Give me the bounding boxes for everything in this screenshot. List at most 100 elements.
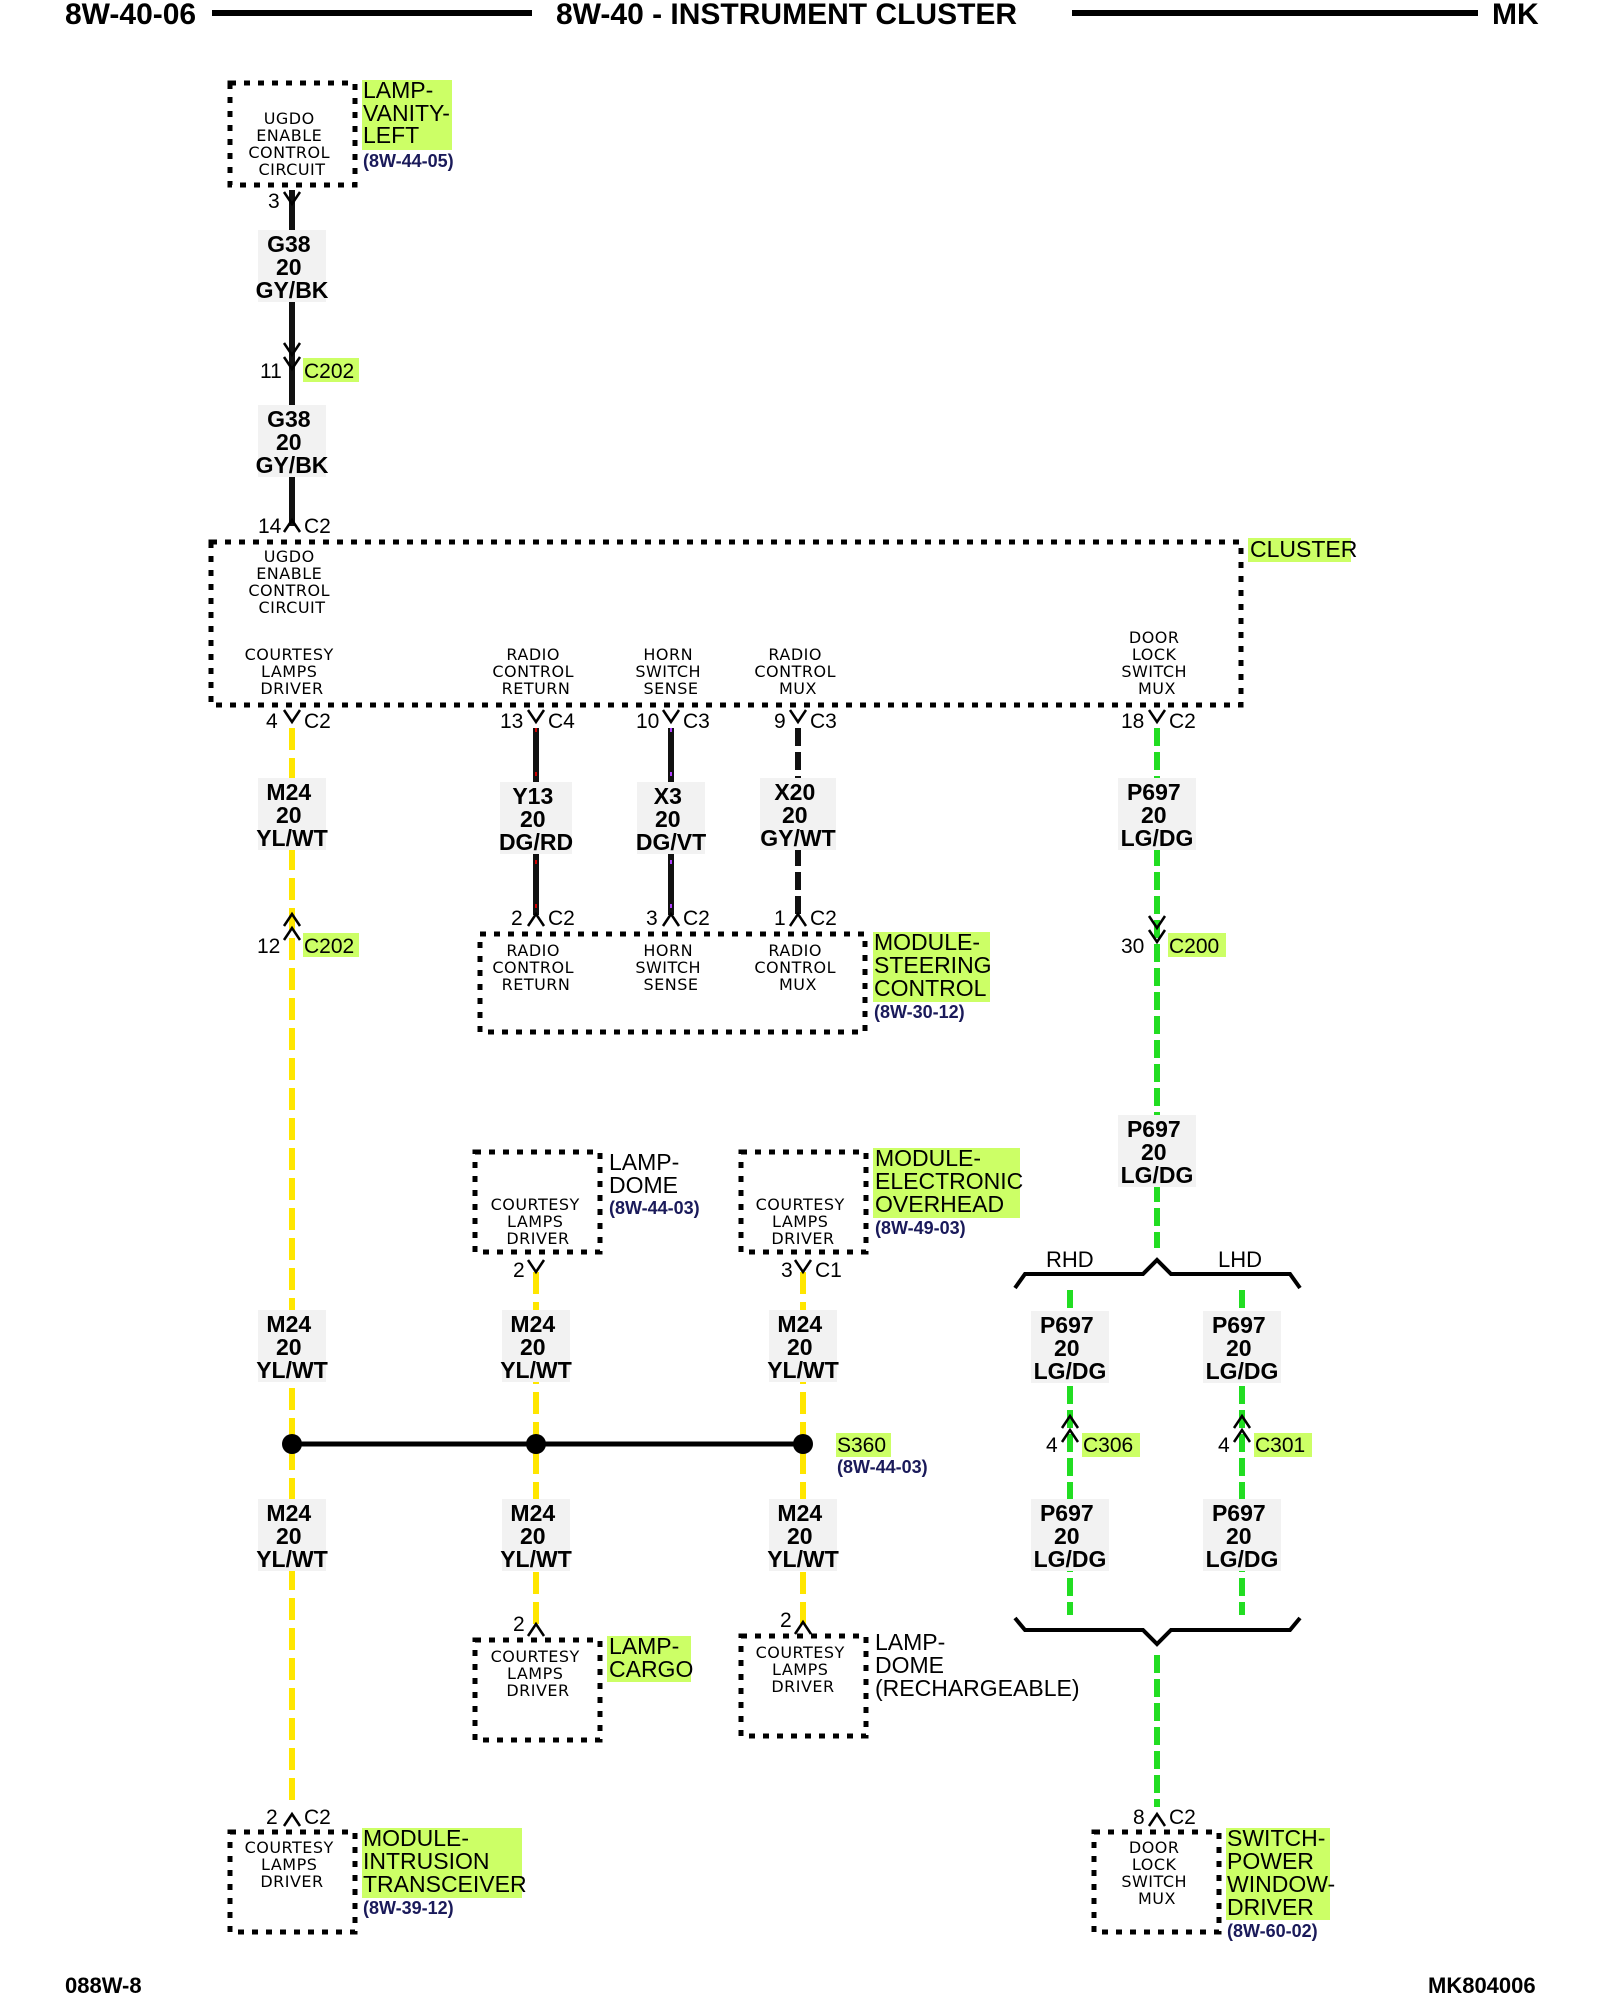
connector-symbol bbox=[1060, 1427, 1080, 1443]
overhead-module-name: MODULE- ELECTRONIC OVERHEAD bbox=[875, 1145, 1030, 1217]
wire-label-p697: P697 20 LG/DG bbox=[1206, 1500, 1279, 1572]
lamp-cargo-name: LAMP- CARGO bbox=[609, 1633, 693, 1682]
connector-c301: C301 bbox=[1255, 1434, 1305, 1457]
pin-number: 14 bbox=[258, 515, 282, 538]
highlight bbox=[1082, 1433, 1140, 1457]
power-window-switch-name: SWITCH- POWER WINDOW- DRIVER bbox=[1227, 1825, 1342, 1920]
wire-label-bg bbox=[769, 1499, 837, 1571]
wire-label-bg bbox=[258, 1499, 326, 1571]
highlight bbox=[1226, 1828, 1330, 1920]
connector-c202: C202 bbox=[304, 360, 354, 383]
connector-symbol bbox=[1060, 1413, 1080, 1429]
connector-symbol bbox=[282, 517, 302, 533]
wire-label-x3: X3 20 DG/VT bbox=[636, 783, 706, 855]
pin-number: 2 bbox=[513, 1259, 525, 1282]
wire-label-m24: M24 20 YL/WT bbox=[500, 1500, 572, 1572]
intrusion-module-ref: (8W-39-12) bbox=[363, 1898, 454, 1918]
wire-label-m24: M24 20 YL/WT bbox=[256, 779, 328, 851]
connector-symbol bbox=[1147, 915, 1167, 931]
page-title: 8W-40 - INSTRUMENT CLUSTER bbox=[556, 0, 1017, 31]
lamp-dome-rech-circuit-label: COURTESY LAMPS DRIVER bbox=[756, 1643, 851, 1696]
highlight bbox=[362, 1828, 522, 1898]
splice-name: S360 bbox=[837, 1434, 886, 1457]
wire-label-m24: M24 20 YL/WT bbox=[767, 1311, 839, 1383]
pin-number: 8 bbox=[1133, 1806, 1145, 1829]
intrusion-module-name: MODULE- INTRUSION TRANSCEIVER bbox=[363, 1825, 527, 1897]
pin-number: 10 bbox=[636, 710, 659, 733]
intrusion-circuit-label: COURTESY LAMPS DRIVER bbox=[245, 1838, 340, 1891]
connector-symbol bbox=[526, 1259, 546, 1275]
wire-label-bg bbox=[1031, 1311, 1109, 1383]
option-brace-bottom bbox=[1013, 1616, 1302, 1647]
lamp-cargo-circuit-label: COURTESY LAMPS DRIVER bbox=[491, 1647, 586, 1700]
wire-label-p697: P697 20 LG/DG bbox=[1206, 1312, 1279, 1384]
wire-label-bg bbox=[1118, 1115, 1196, 1187]
cluster-door-lock-label: DOOR LOCK SWITCH MUX bbox=[1121, 628, 1192, 698]
connector-label: C2 bbox=[683, 907, 710, 930]
wire-label-x20: X20 20 GY/WT bbox=[760, 779, 835, 851]
wire-label-bg bbox=[502, 1310, 570, 1382]
connector-symbol bbox=[526, 911, 546, 927]
connector-symbol bbox=[1147, 1811, 1167, 1827]
footer-left: 088W-8 bbox=[65, 1973, 142, 1998]
connector-symbol bbox=[793, 1619, 813, 1635]
wire-label-bg bbox=[1118, 778, 1196, 850]
pin-number: 3 bbox=[268, 190, 280, 213]
cluster-box bbox=[208, 539, 1244, 708]
connector-symbol bbox=[788, 911, 808, 927]
wire-label-m24: M24 20 YL/WT bbox=[767, 1500, 839, 1572]
wire-label-g38: G38 20 GY/BK bbox=[256, 406, 329, 478]
wire-label-p697: P697 20 LG/DG bbox=[1121, 779, 1194, 851]
connector-label: C2 bbox=[304, 710, 331, 733]
wire-label-p697: P697 20 LG/DG bbox=[1034, 1500, 1107, 1572]
cluster-radio-return-label: RADIO CONTROL RETURN bbox=[492, 645, 579, 698]
steering-module-name: MODULE- STEERING CONTROL bbox=[874, 929, 998, 1001]
splice-node bbox=[282, 1434, 302, 1454]
wire-label-p697: P697 20 LG/DG bbox=[1121, 1116, 1194, 1188]
pin-number: 1 bbox=[774, 907, 786, 930]
connector-symbol bbox=[526, 1621, 546, 1637]
wire-label-bg bbox=[258, 405, 326, 477]
wire-label-bg bbox=[760, 778, 836, 850]
connector-symbol bbox=[793, 1259, 813, 1275]
connector-symbol bbox=[282, 356, 302, 372]
wire-label-bg bbox=[258, 778, 326, 850]
pin-number: 12 bbox=[257, 935, 280, 958]
steering-horn-label: HORN SWITCH SENSE bbox=[635, 941, 706, 994]
pin-number: 18 bbox=[1121, 710, 1144, 733]
connector-symbol bbox=[282, 1811, 302, 1827]
page-id: 8W-40-06 bbox=[65, 0, 196, 31]
model-code: MK bbox=[1492, 0, 1539, 31]
wire-label-bg bbox=[258, 1310, 326, 1382]
highlight bbox=[873, 932, 990, 1002]
connector-symbol bbox=[282, 911, 302, 927]
lamp-dome-ref: (8W-44-03) bbox=[609, 1198, 700, 1218]
connector-symbol bbox=[282, 709, 302, 725]
lamp-dome-circuit-label: COURTESY LAMPS DRIVER bbox=[491, 1195, 586, 1248]
wire-label-bg bbox=[637, 782, 705, 854]
power-window-switch-ref: (8W-60-02) bbox=[1227, 1921, 1318, 1941]
connector-symbol bbox=[788, 709, 808, 725]
wire-label-bg bbox=[502, 1499, 570, 1571]
connector-label: C4 bbox=[548, 710, 575, 733]
power-window-circuit-label: DOOR LOCK SWITCH MUX bbox=[1121, 1838, 1192, 1908]
overhead-module-ref: (8W-49-03) bbox=[875, 1218, 966, 1238]
pin-number: 4 bbox=[266, 710, 278, 733]
highlight bbox=[303, 358, 359, 382]
pin-number: 9 bbox=[774, 710, 786, 733]
highlight bbox=[836, 1433, 891, 1457]
connector-c200: C200 bbox=[1169, 935, 1219, 958]
wire-label-m24: M24 20 YL/WT bbox=[500, 1311, 572, 1383]
pin-number: 2 bbox=[780, 1609, 792, 1632]
connector-label: C2 bbox=[548, 907, 575, 930]
connector-symbol bbox=[282, 342, 302, 358]
cluster-name: CLUSTER bbox=[1250, 536, 1357, 562]
pin-number: 11 bbox=[260, 360, 282, 383]
highlight bbox=[873, 1148, 1020, 1218]
pin-number: 4 bbox=[1218, 1434, 1230, 1457]
wire-label-m24: M24 20 YL/WT bbox=[256, 1500, 328, 1572]
steering-radio-mux-label: RADIO CONTROL MUX bbox=[754, 941, 841, 994]
connector-label: C2 bbox=[1169, 710, 1196, 733]
pin-number: 30 bbox=[1121, 935, 1144, 958]
connector-symbol bbox=[1147, 929, 1167, 945]
